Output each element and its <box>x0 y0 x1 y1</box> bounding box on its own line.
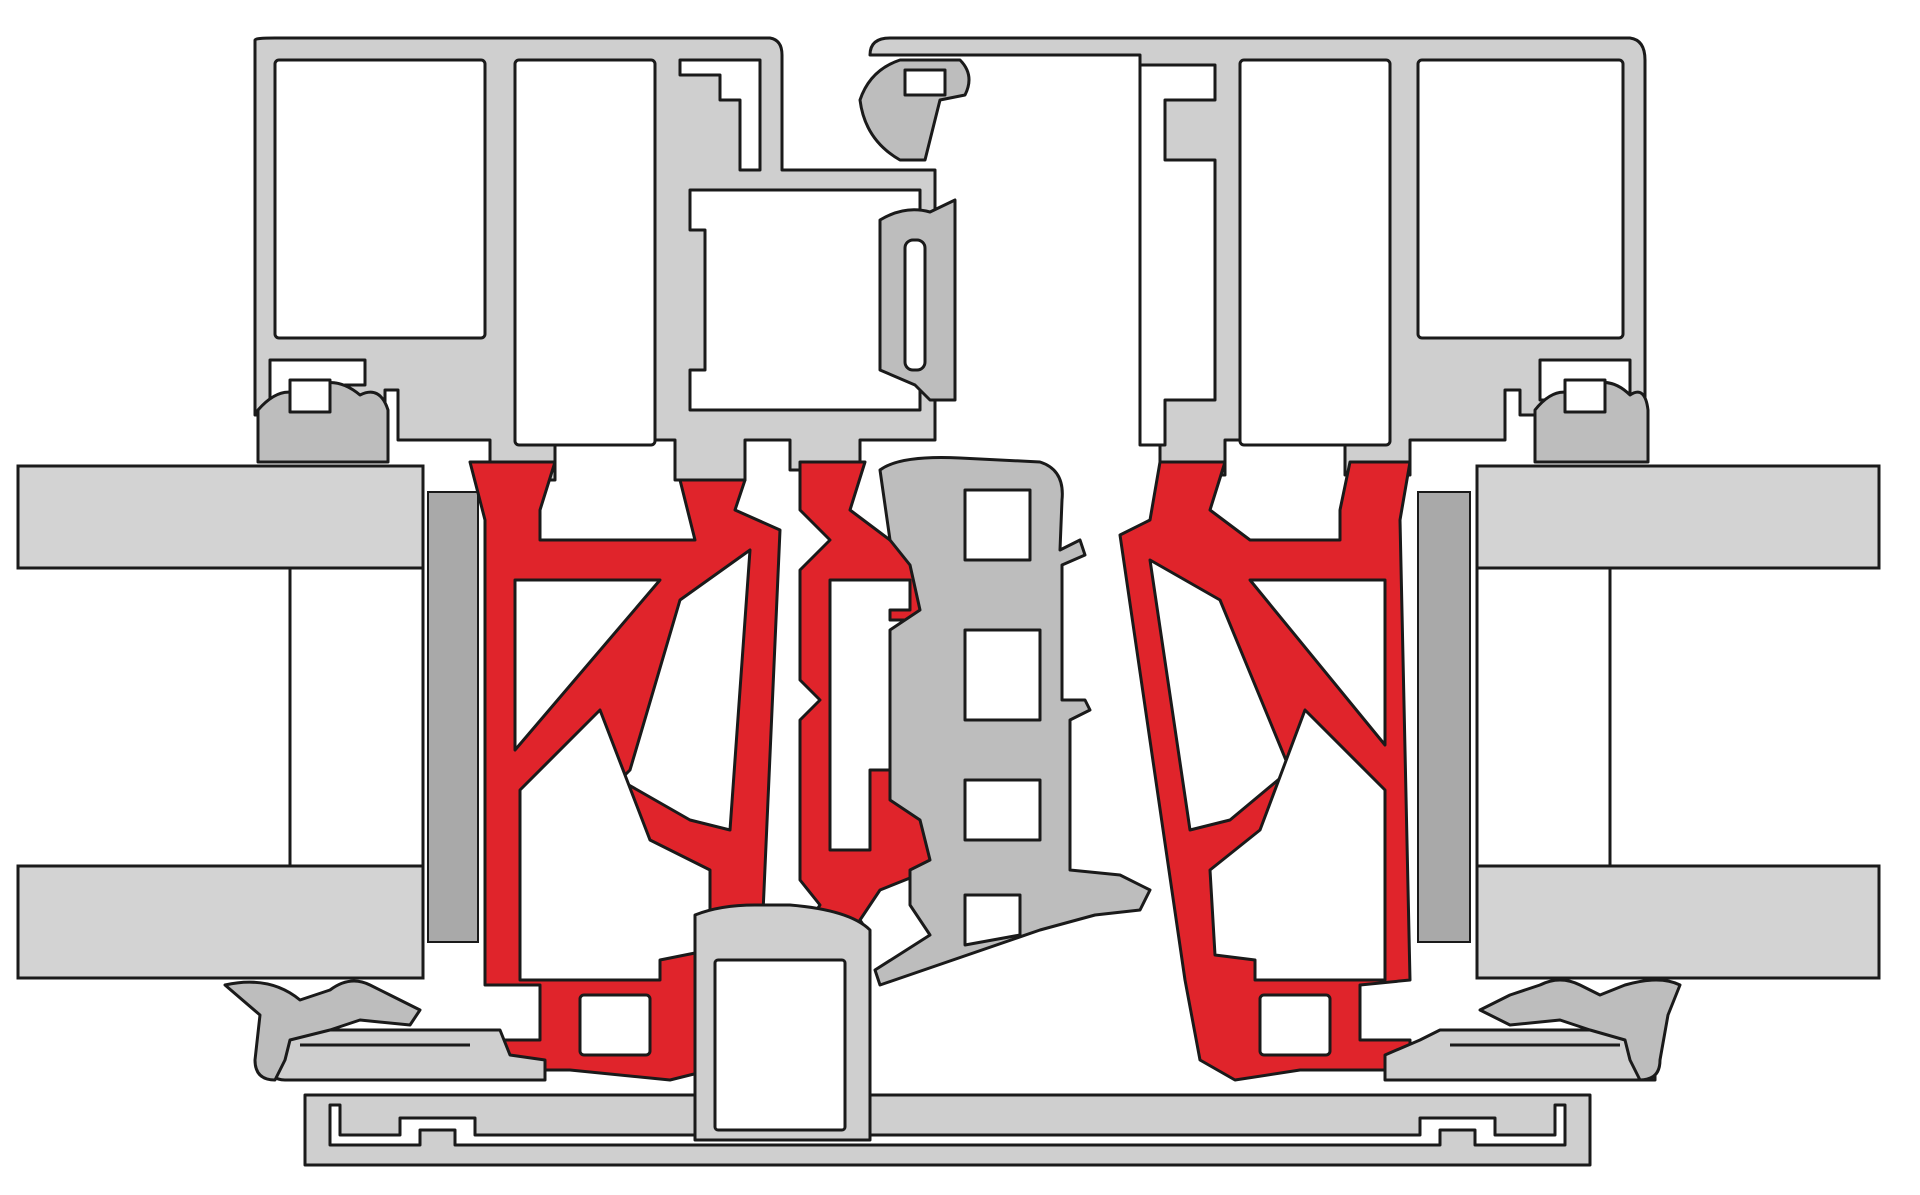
bottom-right-gasket <box>1478 978 1682 1082</box>
top-left-aluminium-profile <box>253 36 937 482</box>
right-glass-pane-outer <box>1475 464 1881 570</box>
top-right-gasket-core <box>1563 378 1607 414</box>
left-glass-pane-inner <box>16 864 425 980</box>
left-glass-spacer <box>288 566 425 868</box>
right-tb-cavity-1 <box>1248 578 1387 747</box>
left-tb-cavity-1 <box>513 578 662 752</box>
top-right-aluminium-profile <box>868 36 1647 477</box>
right-glazing-unit <box>1417 464 1881 980</box>
vertical-gasket-slot <box>903 238 927 372</box>
right-glass-pane-inner <box>1475 864 1881 980</box>
right-tb-cavity-2 <box>1148 558 1292 832</box>
left-glazing-unit <box>16 464 479 980</box>
top-left-chamber-2 <box>513 58 657 447</box>
right-glass-spacer <box>1475 566 1612 868</box>
left-tb-cavity-4 <box>578 993 652 1057</box>
right-tb-cavity-3 <box>1208 708 1387 982</box>
centre-gasket-void-1 <box>963 488 1032 562</box>
bottom-base-channel <box>328 1103 1567 1147</box>
centre-gasket-void-4 <box>963 893 1022 947</box>
bottom-left-bead <box>268 1028 547 1082</box>
bottom-left-gasket <box>223 979 422 1082</box>
centre-gasket-void-2 <box>963 628 1042 722</box>
right-thermal-break <box>1118 460 1412 1082</box>
top-right-chamber-1 <box>1416 58 1625 340</box>
top-left-rebate <box>678 58 762 172</box>
left-tb-cavity-2 <box>618 548 752 832</box>
top-centre-gasket-core <box>903 68 947 97</box>
right-glass-edge-tape <box>1417 491 1471 943</box>
centre-gasket-void-3 <box>963 778 1042 842</box>
top-right-chamber-2 <box>1238 58 1392 447</box>
left-glass-edge-tape <box>427 491 479 943</box>
top-right-open-chamber <box>1138 63 1217 447</box>
bottom-aluminium-profile <box>303 903 1592 1167</box>
bottom-centre-post-chamber <box>713 958 847 1132</box>
right-tb-cavity-4 <box>1258 993 1332 1057</box>
top-right-glazing-gasket <box>1533 381 1650 464</box>
left-glass-pane-outer <box>16 464 425 570</box>
top-left-chamber-1 <box>273 58 487 340</box>
top-left-gasket-core <box>288 378 332 414</box>
